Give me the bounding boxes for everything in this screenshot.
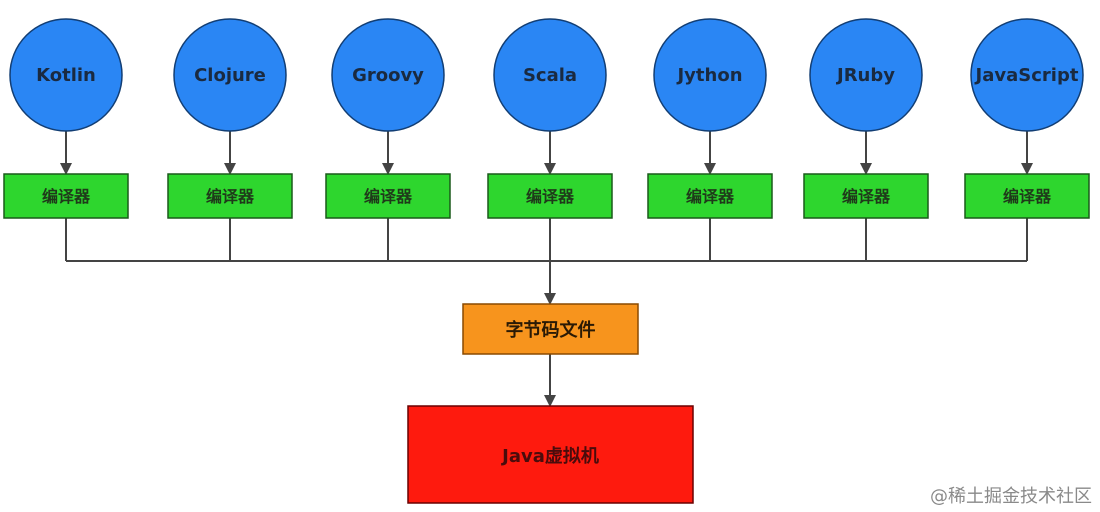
jvm-node: Java虚拟机	[407, 405, 694, 504]
language-circle	[173, 18, 287, 132]
compiler-label: 编译器	[526, 187, 575, 206]
compiler-node-jruby: 编译器	[803, 173, 929, 219]
compiler-node-scala: 编译器	[487, 173, 613, 219]
compiler-box	[167, 173, 293, 219]
compiler-label: 编译器	[842, 187, 891, 206]
compiler-label: 编译器	[364, 187, 413, 206]
compiler-box	[325, 173, 451, 219]
language-node-jython: Jython	[653, 18, 767, 132]
connectors	[60, 131, 1033, 407]
language-label: JRuby	[835, 65, 895, 86]
language-label: Scala	[523, 65, 577, 86]
language-label: JavaScript	[974, 65, 1079, 86]
language-circle	[9, 18, 123, 132]
compiler-label: 编译器	[686, 187, 735, 206]
bytecode-box	[462, 303, 639, 355]
bytecode-label: 字节码文件	[506, 319, 596, 341]
language-label: Jython	[675, 65, 742, 86]
compiler-box	[647, 173, 773, 219]
language-node-kotlin: Kotlin	[9, 18, 123, 132]
language-node-javascript: JavaScript	[970, 18, 1084, 132]
compiler-nodes: 编译器 编译器 编译器 编译器 编译器 编译器 编译器	[3, 173, 1090, 219]
compiler-node-kotlin: 编译器	[3, 173, 129, 219]
compiler-node-javascript: 编译器	[964, 173, 1090, 219]
language-label: Groovy	[352, 65, 424, 86]
jvm-label: Java虚拟机	[500, 445, 599, 467]
bytecode-node: 字节码文件	[462, 303, 639, 355]
language-node-jruby: JRuby	[809, 18, 923, 132]
compiler-node-clojure: 编译器	[167, 173, 293, 219]
compiler-node-groovy: 编译器	[325, 173, 451, 219]
compiler-box	[3, 173, 129, 219]
language-node-scala: Scala	[493, 18, 607, 132]
language-node-clojure: Clojure	[173, 18, 287, 132]
compiler-box	[487, 173, 613, 219]
language-node-groovy: Groovy	[331, 18, 445, 132]
language-label: Kotlin	[36, 65, 96, 86]
compiler-box	[964, 173, 1090, 219]
language-circle	[331, 18, 445, 132]
compiler-label: 编译器	[1003, 187, 1052, 206]
language-nodes: Kotlin Clojure Groovy Scala Jython JRuby JavaS…	[9, 18, 1084, 132]
compiler-label: 编译器	[42, 187, 91, 206]
language-circle	[809, 18, 923, 132]
language-label: Clojure	[194, 65, 266, 86]
language-circle	[653, 18, 767, 132]
watermark: @稀土掘金技术社区	[930, 486, 1092, 507]
language-circle	[970, 18, 1084, 132]
compiler-node-jython: 编译器	[647, 173, 773, 219]
compiler-box	[803, 173, 929, 219]
compiler-label: 编译器	[206, 187, 255, 206]
language-circle	[493, 18, 607, 132]
jvm-box	[407, 405, 694, 504]
